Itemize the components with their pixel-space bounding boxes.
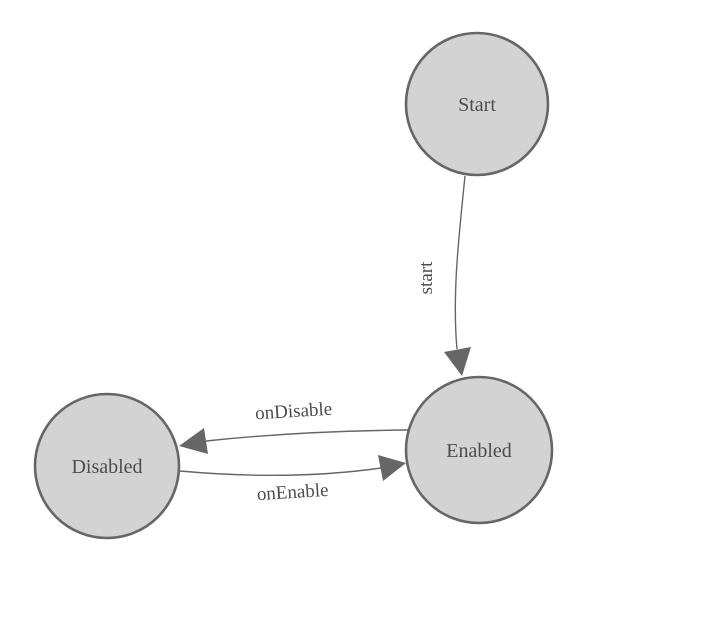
state-label-enabled: Enabled — [446, 440, 512, 462]
edge-label-onenable: onEnable — [256, 480, 329, 505]
edge-enabled-to-disabled: onDisable — [179, 399, 409, 454]
state-node-enabled: Enabled — [404, 375, 554, 525]
state-circle-enabled — [404, 375, 554, 525]
edge-line-start — [454, 175, 466, 350]
arrowhead-into-disabled-icon — [179, 428, 208, 454]
state-node-disabled: Disabled — [33, 392, 181, 540]
state-label-disabled: Disabled — [71, 456, 142, 478]
edge-disabled-to-enabled: onEnable — [179, 455, 406, 505]
arrowhead-into-enabled2-icon — [378, 455, 406, 481]
state-circle-disabled — [33, 392, 181, 540]
edge-label-ondisable: onDisable — [255, 399, 333, 425]
arrowhead-into-enabled-icon — [444, 347, 471, 376]
state-node-start: Start — [404, 31, 550, 177]
state-label-start: Start — [458, 94, 496, 116]
edge-line-onenable — [179, 467, 382, 477]
state-circle-start — [404, 31, 550, 177]
edge-label-start: start — [416, 261, 437, 294]
edge-line-ondisable — [205, 429, 409, 442]
edge-start-to-enabled: start — [416, 175, 471, 376]
